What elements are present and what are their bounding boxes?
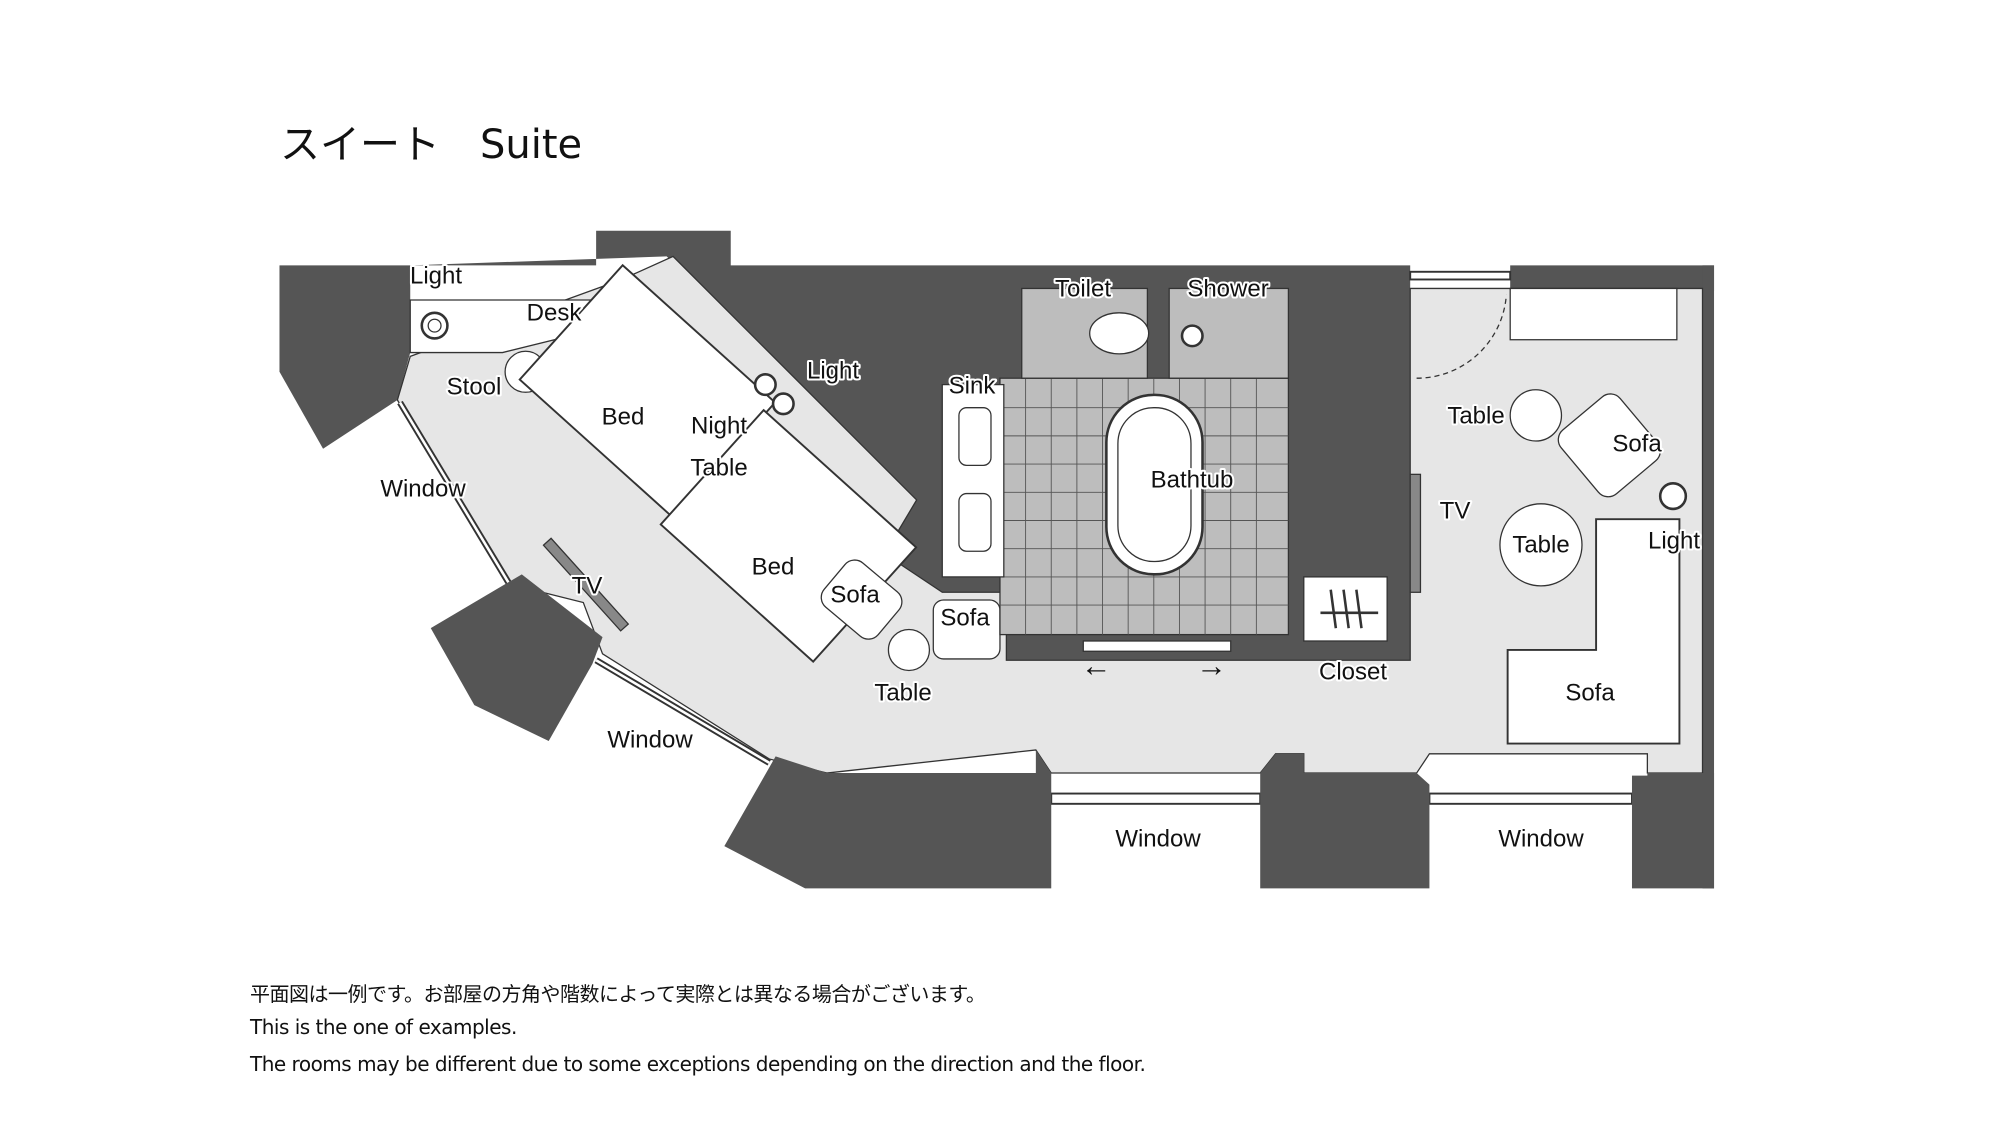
- sofa-large: [1506, 518, 1681, 745]
- pillar-left: [430, 574, 603, 741]
- light-night-icon2: [771, 392, 795, 416]
- light-desk-icon-inner: [427, 318, 442, 333]
- door-swing: [1416, 294, 1507, 379]
- label-bathtub: Bathtub: [1151, 466, 1234, 493]
- window-top-right-glass: [1409, 270, 1512, 281]
- label-stool: Stool: [447, 373, 502, 400]
- shower-icon: [1180, 324, 1204, 348]
- tv-left-unit: [542, 537, 630, 632]
- sink2: [958, 492, 992, 552]
- light-night-icon: [753, 373, 777, 397]
- label-night-table: Table: [690, 454, 747, 481]
- label-window-left: Window: [380, 475, 466, 502]
- arrow-left-icon: ←: [1081, 648, 1112, 683]
- light-right-icon: [1658, 482, 1688, 511]
- label-bed1: Bed: [602, 403, 645, 430]
- light-desk-icon: [420, 311, 449, 340]
- label-light-desk: Light: [410, 262, 462, 289]
- label-closet: Closet: [1319, 658, 1387, 685]
- sofa-right1: [1557, 393, 1661, 498]
- label-window-bottom2: Window: [1498, 825, 1584, 852]
- label-window-diag: Window: [607, 726, 693, 753]
- label-bed2: Bed: [752, 553, 795, 580]
- table-right2: [1499, 503, 1583, 587]
- wall-bottom-right: [1631, 773, 1715, 889]
- window-bottom1-glass: [1050, 792, 1262, 805]
- label-sofa-large: Sofa: [1565, 679, 1615, 706]
- label-shower: Shower: [1187, 275, 1268, 302]
- wall-top-left: [279, 265, 411, 449]
- label-desk: Desk: [527, 299, 583, 326]
- label-tv-left: TV: [572, 572, 603, 599]
- sink1: [958, 407, 992, 467]
- window-left-line: [398, 401, 511, 584]
- label-sofa-small2: Sofa: [940, 604, 990, 631]
- disclaimer-jp: 平面図は一例です。お部屋の方角や階数によって実際とは異なる場合がございます。: [250, 982, 986, 1006]
- arrow-right-icon: →: [1196, 648, 1227, 683]
- label-window-bottom1: Window: [1115, 825, 1201, 852]
- cabinet: [1509, 287, 1678, 341]
- toilet-icon: [1089, 312, 1150, 355]
- window-diag-line: [595, 659, 770, 764]
- closet-hangers-icon: [1320, 589, 1379, 629]
- label-sofa-right1: Sofa: [1612, 430, 1662, 457]
- label-night: Night: [691, 412, 747, 439]
- label-light-night: Light: [807, 357, 859, 384]
- disclaimer-rooms: The rooms may be different due to some e…: [250, 1052, 1146, 1076]
- label-sofa-small1: Sofa: [830, 581, 880, 608]
- label-light-right: Light: [1648, 527, 1700, 554]
- sofa-small1: [820, 559, 903, 640]
- disclaimer-example: This is the one of examples.: [250, 1015, 517, 1039]
- wall-bottom-left: [724, 749, 1052, 889]
- tv-right-unit: [1409, 473, 1422, 593]
- page-title: スイート Suite: [280, 122, 583, 168]
- label-table-small: Table: [874, 679, 931, 706]
- label-toilet: Toilet: [1055, 275, 1111, 302]
- wall-bottom-mid: [1260, 753, 1430, 889]
- label-sink: Sink: [949, 372, 997, 399]
- label-table-right1: Table: [1447, 402, 1504, 429]
- window-bottom2-glass: [1428, 792, 1633, 805]
- label-tv-right: TV: [1440, 497, 1471, 524]
- label-table-right2: Table: [1512, 531, 1569, 558]
- wall-top-right: [1510, 265, 1715, 292]
- wall-right: [1702, 265, 1715, 889]
- bathtub: [1105, 393, 1204, 576]
- bath-door: [1082, 640, 1232, 652]
- bathtub-inner: [1117, 407, 1192, 563]
- table-small: [887, 628, 931, 672]
- table-right1: [1509, 389, 1563, 442]
